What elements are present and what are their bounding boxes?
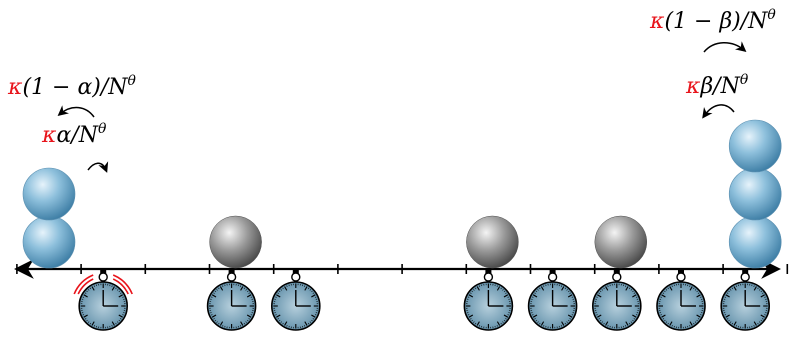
- stopwatch-icon: [593, 270, 641, 330]
- stopwatch-icon: [657, 270, 705, 330]
- stopwatch-icon: [74, 270, 132, 330]
- curved-arrow-icon: [704, 105, 734, 116]
- gray-particle: [466, 216, 518, 268]
- rate-label-left-upper: κ(1 − α)/Nθ: [8, 74, 136, 99]
- rate-label-right-lower: κβ/Nθ: [686, 73, 748, 98]
- clocks: [74, 270, 769, 330]
- stopwatch-icon: [721, 270, 769, 330]
- blue-particle: [729, 168, 781, 220]
- rate-label-left-lower: κα/Nθ: [42, 122, 106, 147]
- stopwatch-icon: [529, 270, 577, 330]
- stopwatch-icon: [208, 270, 256, 330]
- rate-label-right-upper: κ(1 − β)/Nθ: [650, 8, 776, 33]
- stopwatch-icon: [272, 270, 320, 330]
- blue-particle: [729, 216, 781, 268]
- curved-arrow-icon: [88, 163, 106, 170]
- curved-arrow-icon: [60, 108, 94, 117]
- stopwatch-icon: [464, 270, 512, 330]
- blue-particle: [23, 216, 75, 268]
- curved-arrow-icon: [704, 43, 744, 52]
- gray-particle: [210, 216, 262, 268]
- particles: [23, 120, 781, 268]
- blue-particle: [729, 120, 781, 172]
- blue-particle: [23, 168, 75, 220]
- gray-particle: [595, 216, 647, 268]
